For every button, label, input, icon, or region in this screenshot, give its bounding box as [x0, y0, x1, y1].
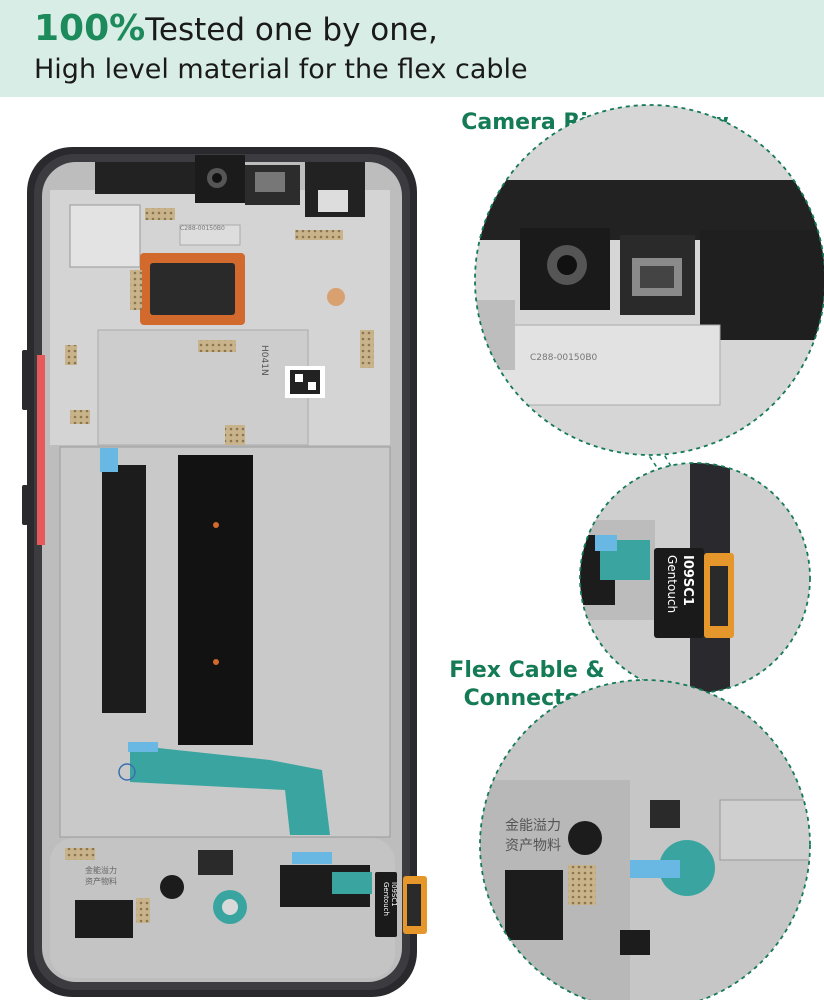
flex-zoom-circle: Gentouch I09SC1 [579, 462, 811, 694]
top-banner: 100%Tested one by one, High level materi… [0, 0, 824, 97]
banner-line-1-text: Tested one by one, [145, 12, 438, 48]
black-tape-center [178, 455, 253, 745]
zoom-flex-code: I09SC1 [680, 555, 695, 606]
zoom-cn-text-1: 金能溢力 [505, 818, 561, 834]
red-strip [37, 355, 45, 545]
flex-callout-label-1: Flex Cable & [449, 658, 605, 683]
cn-text-main-2: 资产物料 [85, 876, 117, 886]
zoom-cn-text-2: 资产物料 [505, 838, 561, 854]
flex-brand-main: Gentouch [382, 882, 390, 916]
flex-code-main: I09SC1 [390, 882, 398, 907]
bottom-module: 金能溢力 资产物料 Gentouch I09SC1 [50, 838, 427, 978]
flex-cable-teal [130, 745, 330, 835]
camera-zoom-circle: C288-00150B0 [474, 104, 824, 456]
banner-line-1: 100%Tested one by one, [34, 8, 438, 49]
banner-highlight: 100% [34, 8, 146, 49]
banner-line-2: High level material for the flex cable [34, 54, 528, 85]
zoom-flex-brand: Gentouch [665, 555, 679, 613]
frame-part: C288-00150B0 [180, 225, 225, 232]
black-tape-left [102, 465, 146, 713]
zoom-frame-part: C288-00150B0 [530, 353, 598, 363]
frame-code: H041N [259, 345, 269, 376]
top-module: H041N C288-00150B0 [50, 155, 390, 446]
display-back [59, 446, 391, 838]
cn-text-main-1: 金能溢力 [85, 865, 117, 875]
bottom-zoom-circle: 金能溢力 资产物料 [479, 679, 811, 1000]
